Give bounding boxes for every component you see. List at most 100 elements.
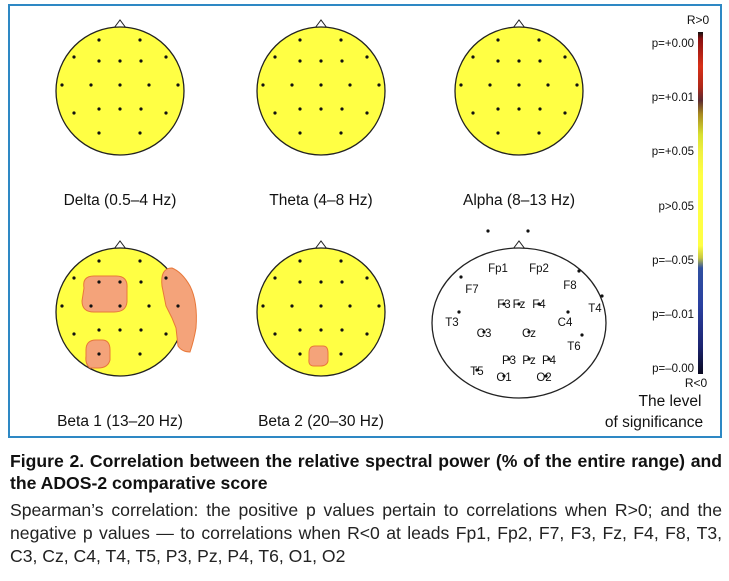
- electrode-dot: [97, 328, 101, 332]
- electrode-dot: [97, 131, 101, 135]
- electrode-dot: [527, 357, 531, 361]
- electrode-dot: [577, 269, 581, 273]
- map-label: Alpha (8–13 Hz): [463, 192, 575, 209]
- electrode-dot: [164, 111, 168, 115]
- electrode-dot: [546, 83, 550, 87]
- electrode-dot: [139, 107, 143, 111]
- electrode-dot: [566, 310, 570, 314]
- electrode-dot: [89, 304, 93, 308]
- head-outline: [256, 26, 386, 156]
- electrode-dot: [339, 38, 343, 42]
- scale-tick-label: p=+0.00: [652, 38, 694, 50]
- electrode-dot: [97, 352, 101, 356]
- map-label: Beta 1 (13–20 Hz): [57, 413, 183, 430]
- electrode-dot: [319, 280, 323, 284]
- electrode-dot: [365, 111, 369, 115]
- head-outline: [431, 247, 607, 399]
- figure-panel: Delta (0.5–4 Hz) Theta (4–8 Hz) Alpha (8…: [8, 4, 722, 438]
- electrode-dots: [261, 38, 381, 135]
- significant-region: [161, 267, 197, 353]
- electrode-dot: [118, 304, 122, 308]
- electrode-label: T4: [588, 303, 602, 315]
- electrode-dot: [339, 131, 343, 135]
- electrode-dots: [459, 38, 579, 135]
- electrode-dot: [459, 83, 463, 87]
- electrode-label: P3: [502, 355, 516, 367]
- head-outline: [256, 247, 386, 377]
- scale-title-line1: The level: [639, 393, 702, 410]
- electrode-dot: [475, 368, 479, 372]
- electrode-dot: [340, 280, 344, 284]
- electrode-dot: [273, 55, 277, 59]
- color-bar: [698, 32, 703, 374]
- electrode-dot: [97, 59, 101, 63]
- electrode-dot: [496, 107, 500, 111]
- electrode-label: C3: [477, 328, 492, 340]
- electrode-dot: [517, 59, 521, 63]
- electrode-dot: [319, 328, 323, 332]
- electrode-dot: [496, 59, 500, 63]
- electrode-label: Fp2: [529, 263, 549, 275]
- electrode-dot: [517, 302, 521, 306]
- electrode-dot: [319, 83, 323, 87]
- electrode-label: F8: [563, 280, 576, 292]
- electrode-dot: [544, 374, 548, 378]
- electrode-dot: [496, 131, 500, 135]
- electrode-dot: [176, 304, 180, 308]
- electrode-dot: [290, 304, 294, 308]
- electrode-dot: [60, 304, 64, 308]
- electrode-dot: [482, 330, 486, 334]
- electrode-dot: [517, 107, 521, 111]
- figure-caption-body: Spearman’s correlation: the positive p v…: [10, 500, 722, 566]
- electrode-dot: [496, 38, 500, 42]
- topomap-alpha: Alpha (8–13 Hz): [454, 19, 584, 209]
- electrode-dot: [138, 259, 142, 263]
- electrode-label: F7: [465, 284, 478, 296]
- electrode-dot: [547, 357, 551, 361]
- electrode-dot: [138, 352, 142, 356]
- electrode-dot: [164, 276, 168, 280]
- significant-region: [81, 275, 128, 313]
- electrode-dot: [319, 59, 323, 63]
- electrode-dot: [97, 259, 101, 263]
- electrode-dot: [298, 59, 302, 63]
- significant-region: [308, 345, 329, 367]
- electrode-dot: [575, 83, 579, 87]
- head-outline: [55, 247, 185, 377]
- electrode-dot: [97, 107, 101, 111]
- scale-tick-label: p=+0.01: [652, 92, 694, 104]
- electrode-dot: [139, 59, 143, 63]
- electrode-dot: [261, 83, 265, 87]
- scale-top-label: R>0: [687, 13, 710, 27]
- electrode-dot: [298, 38, 302, 42]
- electrode-dot: [298, 259, 302, 263]
- electrode-dot: [459, 275, 463, 279]
- electrode-dot: [298, 280, 302, 284]
- electrode-dot: [537, 38, 541, 42]
- electrode-dot: [486, 229, 490, 233]
- electrode-dot: [290, 83, 294, 87]
- topomap-beta1: Beta 1 (13–20 Hz): [55, 240, 197, 430]
- electrode-dots: [457, 229, 604, 378]
- topomap-beta2: Beta 2 (20–30 Hz): [256, 240, 386, 430]
- electrode-label: O2: [536, 372, 551, 384]
- electrode-dot: [164, 55, 168, 59]
- electrode-label: Fp1: [488, 263, 508, 275]
- electrode-dot: [273, 111, 277, 115]
- electrode-dot: [72, 55, 76, 59]
- topomap-delta: Delta (0.5–4 Hz): [55, 19, 185, 209]
- electrode-dot: [600, 294, 604, 298]
- electrode-dot: [273, 332, 277, 336]
- electrode-dot: [563, 111, 567, 115]
- electrode-label: C4: [558, 317, 573, 329]
- electrode-dot: [365, 55, 369, 59]
- scale-tick-label: p>0.05: [659, 201, 695, 213]
- electrode-dot: [60, 83, 64, 87]
- scale-title-line2: of significance: [605, 414, 703, 431]
- electrode-dots: [60, 38, 180, 135]
- electrode-dot: [339, 259, 343, 263]
- electrode-dot: [527, 330, 531, 334]
- topomap-theta: Theta (4–8 Hz): [256, 19, 386, 209]
- electrode-dot: [340, 59, 344, 63]
